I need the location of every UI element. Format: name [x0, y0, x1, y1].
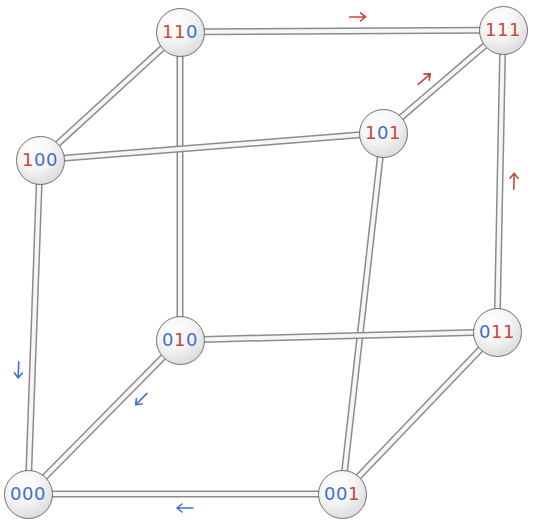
bit-digit: 0 — [186, 21, 198, 42]
bit-digit: 1 — [389, 122, 401, 143]
vertex-ball: 101 — [359, 109, 408, 158]
direction-arrow — [510, 173, 518, 189]
cube-edge — [180, 55, 181, 318]
vertex-ball: 001 — [318, 470, 367, 519]
binary-label: 011 — [479, 323, 515, 341]
bit-digit: 0 — [22, 483, 34, 504]
bit-digit: 1 — [503, 321, 515, 342]
direction-arrow — [14, 362, 22, 378]
binary-label: 111 — [485, 21, 521, 39]
binary-label: 100 — [22, 151, 58, 169]
cube-edge — [400, 45, 486, 119]
bit-digit: 0 — [377, 122, 389, 143]
cube-edge — [202, 333, 474, 340]
vertex-ball: 100 — [16, 136, 65, 185]
bit-digit: 1 — [485, 19, 497, 40]
cube-edge — [62, 135, 360, 158]
direction-arrow — [177, 504, 193, 512]
bit-digit: 0 — [34, 483, 46, 504]
direction-arrow — [418, 74, 430, 84]
direction-arrow — [350, 13, 366, 21]
bit-digit: 0 — [479, 321, 491, 342]
binary-label: 110 — [162, 23, 198, 41]
bit-digit: 1 — [497, 19, 509, 40]
cube-edge — [202, 13, 480, 32]
cube-edge — [51, 494, 320, 512]
bit-digit: 1 — [162, 21, 174, 42]
bit-digit: 1 — [509, 19, 521, 40]
binary-label: 001 — [324, 485, 360, 503]
binary-label: 010 — [162, 331, 198, 349]
cube-edge — [57, 47, 164, 145]
binary-label: 000 — [10, 485, 46, 503]
bit-digit: 1 — [174, 329, 186, 350]
direction-arrow — [136, 393, 147, 404]
vertex-ball: 110 — [156, 8, 205, 57]
cube-edge — [14, 182, 39, 471]
vertex-ball: 111 — [479, 6, 528, 55]
bit-digit: 1 — [365, 122, 377, 143]
bit-digit: 0 — [10, 483, 22, 504]
cube-edge — [497, 52, 518, 309]
bit-digit: 0 — [336, 483, 348, 504]
binary-label: 101 — [365, 124, 401, 142]
vertex-ball: 011 — [473, 308, 522, 357]
cube-edge — [44, 356, 164, 478]
bit-digit: 1 — [348, 483, 360, 504]
bit-digit: 0 — [324, 483, 336, 504]
vertex-ball: 010 — [156, 316, 205, 365]
vertex-ball: 000 — [4, 470, 53, 519]
bit-digit: 1 — [174, 21, 186, 42]
bit-digit: 0 — [186, 329, 198, 350]
cube-edge — [345, 155, 381, 471]
bit-digit: 0 — [34, 149, 46, 170]
bit-digit: 1 — [491, 321, 503, 342]
bit-digit: 0 — [162, 329, 174, 350]
bit-digit: 1 — [22, 149, 34, 170]
cube-edge — [358, 348, 482, 477]
bit-digit: 0 — [46, 149, 58, 170]
